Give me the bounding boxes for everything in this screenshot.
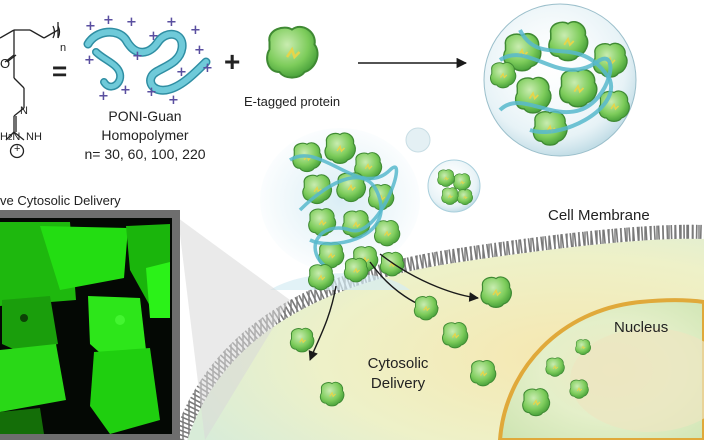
nanoassembly-sphere-icon bbox=[483, 3, 637, 157]
polymer-name: PONI-Guan bbox=[108, 108, 182, 124]
svg-text:+: + bbox=[176, 65, 187, 80]
svg-text:+: + bbox=[98, 89, 109, 104]
cytosolic-line-2: Delivery bbox=[370, 375, 426, 392]
svg-text:+: + bbox=[85, 19, 96, 34]
plus-sign: + bbox=[224, 46, 241, 77]
svg-text:+: + bbox=[103, 13, 114, 28]
chemical-structure bbox=[0, 22, 61, 159]
svg-text:+: + bbox=[202, 61, 213, 76]
svg-text:+: + bbox=[194, 43, 205, 58]
zoom-connector bbox=[178, 218, 290, 440]
e-tagged-protein-icon bbox=[265, 25, 319, 79]
polymer-lengths: n= 30, 60, 100, 220 bbox=[84, 146, 206, 162]
fusing-assembly-icon bbox=[260, 128, 420, 291]
structure-n-subscript: n bbox=[60, 42, 67, 54]
micrograph-image bbox=[0, 210, 180, 440]
nucleolus bbox=[570, 328, 704, 432]
svg-text:+: + bbox=[146, 85, 157, 100]
cell-membrane-label: Cell Membrane bbox=[548, 207, 650, 224]
structure-nitrogen-label: N bbox=[20, 105, 28, 117]
structure-charge-label: + bbox=[14, 143, 21, 155]
nucleus-label: Nucleus bbox=[614, 319, 669, 336]
svg-text:+: + bbox=[148, 29, 159, 44]
svg-text:+: + bbox=[190, 23, 201, 38]
svg-text:+: + bbox=[168, 93, 179, 108]
micrograph-title: ve Cytosolic Delivery bbox=[0, 193, 121, 208]
polymer-chain-graphic: + + + + + + + + + + + + + + + bbox=[83, 13, 213, 108]
medium-assembly-icon bbox=[427, 159, 481, 213]
structure-h2n-label: H2N bbox=[0, 131, 21, 143]
small-assembly-icon bbox=[405, 127, 431, 153]
polymer-label: PONI-Guan Homopolymer n= 30, 60, 100, 22… bbox=[80, 107, 210, 164]
cytosolic-line-1: Cytosolic bbox=[367, 355, 429, 372]
cytosolic-delivery-label: Cytosolic Delivery bbox=[356, 354, 440, 394]
cationic-charges: + + + + + + + + + + + + + + + bbox=[84, 13, 213, 108]
polymer-type: Homopolymer bbox=[101, 127, 189, 143]
equals-sign: = bbox=[52, 56, 68, 86]
svg-text:+: + bbox=[120, 83, 131, 98]
svg-text:+: + bbox=[166, 15, 177, 30]
protein-label: E-tagged protein bbox=[244, 94, 341, 109]
svg-text:+: + bbox=[84, 53, 95, 68]
svg-text:+: + bbox=[126, 15, 137, 30]
structure-oxygen-label: O bbox=[0, 56, 11, 71]
structure-nh-label: NH bbox=[26, 131, 42, 143]
svg-text:+: + bbox=[132, 49, 143, 64]
